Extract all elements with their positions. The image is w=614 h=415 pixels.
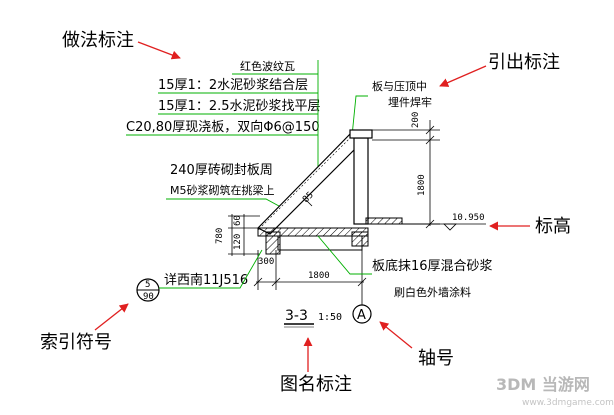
layer-note-3: 15厚1：2.5水泥砂浆找平层 [158,99,321,114]
note-bottom-right-2: 刷白色外墙涂料 [394,285,471,299]
callout-axis-number: 轴号 [418,348,454,369]
note-wall-2: M5砂浆砌筑在挑梁上 [170,183,275,197]
note-bottom-right-1: 板底抹16厚混合砂浆 [372,258,493,274]
arrow-to-axis [379,321,413,349]
parapet-wall [353,137,369,225]
leader-index [159,249,263,289]
leader-wall-note [166,198,291,213]
arrow-to-layers [137,41,181,60]
layer-note-2: 15厚1：2水泥砂浆结合层 [158,78,308,93]
dim-left-lower: 120 [233,234,243,250]
edge-beam [265,231,281,255]
arrow-to-leader-note [439,65,487,87]
left-dimensions [228,214,260,256]
callout-elevation-mark: 标高 [535,216,571,237]
arrow-to-index-symbol [94,303,129,331]
dim-top: 200 [411,112,421,128]
watermark: 3DM 当游网 www.3dmgame.com [496,375,614,408]
elevation-value: 10.950 [452,213,485,223]
callout-arrows [94,41,530,372]
dim-height: 1800 [417,174,427,196]
leader-top-right [351,95,368,137]
index-top: 5 [145,280,150,290]
dim-left-total: 780 [215,228,225,244]
callout-index-symbol: 索引符号 [40,332,112,353]
title-name: 3-3 [285,308,308,324]
sloped-slab [256,129,367,235]
axis-label: A [357,308,366,323]
layer-leaders [126,60,319,182]
note-top-right-1: 板与压顶中 [372,79,427,93]
layer-note-4: C20,80厚现浇板，双向Φ6@150 [126,119,320,135]
callout-construction-note: 做法标注 [62,30,134,51]
watermark-brand: 3DM 当游网 [496,375,590,394]
detail-ref: 详西南11J516 [164,272,248,288]
index-bottom: 90 [143,292,154,302]
note-top-right-2: 埋件焊牢 [388,95,432,109]
leader-bottom-right [317,235,372,275]
title-scale: 1:50 [318,312,342,323]
watermark-url: www.3dmgame.com [522,398,614,408]
dim-width-small: 300 [258,257,274,267]
roof-structure: 85 [256,129,440,255]
callout-drawing-title: 图名标注 [280,374,352,395]
dim-left-upper: 60 [233,215,243,226]
floor-slab [365,217,403,225]
elevation-triangle [443,223,457,231]
dim-width-main: 1800 [308,271,330,281]
right-dimensions [372,120,486,229]
note-wall-1: 240厚砖砌封板周 [170,163,273,178]
callout-leader-note: 引出标注 [488,52,560,73]
coping [349,129,373,139]
layer-note-1: 红色波纹瓦 [240,59,295,73]
axis-circle [352,304,372,324]
